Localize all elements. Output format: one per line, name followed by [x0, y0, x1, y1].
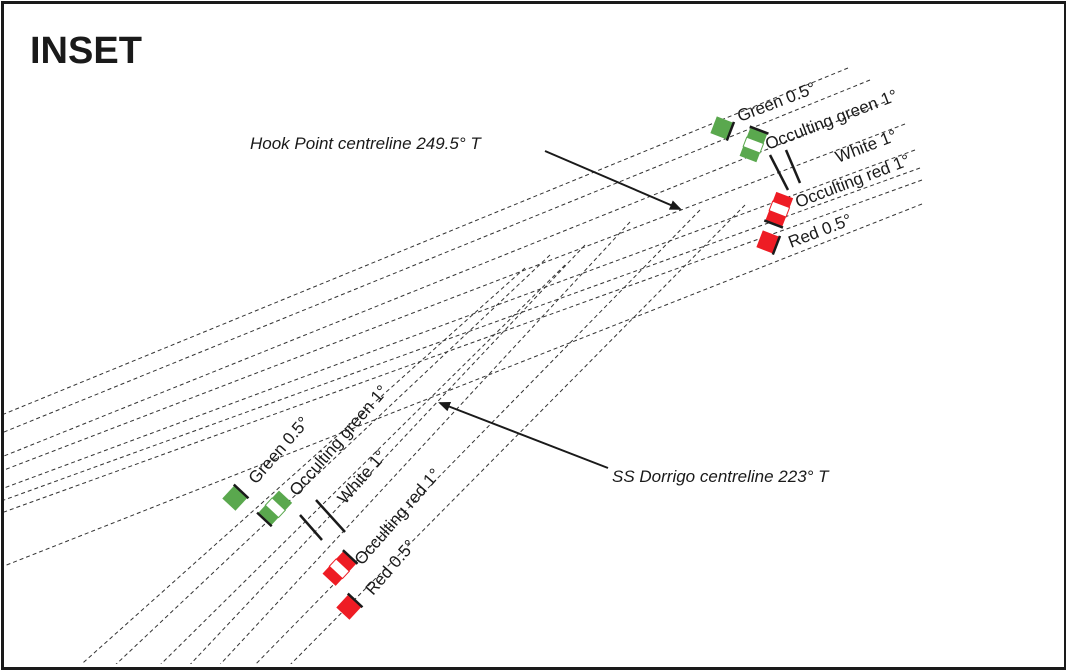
- ss-dorrigo-arrow: [438, 401, 609, 469]
- dorrigo-green-fixed-marker: [222, 483, 250, 511]
- ss-dorrigo-sector-lines: [80, 204, 746, 664]
- ss-dorrigo-callout: SS Dorrigo centreline 223° T: [438, 401, 830, 486]
- hook-red-occulting-marker: [763, 191, 794, 229]
- ss-dorrigo-markers: [222, 483, 364, 620]
- hook-green-fixed-marker: [710, 116, 736, 142]
- hook-point-callout: Hook Point centreline 249.5° T: [250, 134, 682, 210]
- dorrigo-white-marker: [299, 499, 346, 541]
- hook-green-occulting-marker: [739, 125, 769, 163]
- dorrigo-green-occulting-marker: [256, 490, 293, 528]
- hook-point-arrow: [544, 150, 682, 210]
- hook-point-markers: [710, 116, 802, 256]
- hook-red-fixed-marker: [756, 230, 782, 256]
- dorrigo-red-fixed-marker: [336, 592, 364, 620]
- inset-title: INSET: [30, 30, 142, 72]
- dorrigo-label-occulting-green: Occulting green 1°: [286, 381, 392, 499]
- dorrigo-red-occulting-marker: [322, 549, 359, 586]
- hook-white-marker: [768, 149, 802, 191]
- ss-dorrigo-callout-text: SS Dorrigo centreline 223° T: [612, 467, 830, 486]
- hook-point-callout-text: Hook Point centreline 249.5° T: [250, 134, 482, 153]
- dorrigo-label-white: White 1°: [334, 447, 391, 508]
